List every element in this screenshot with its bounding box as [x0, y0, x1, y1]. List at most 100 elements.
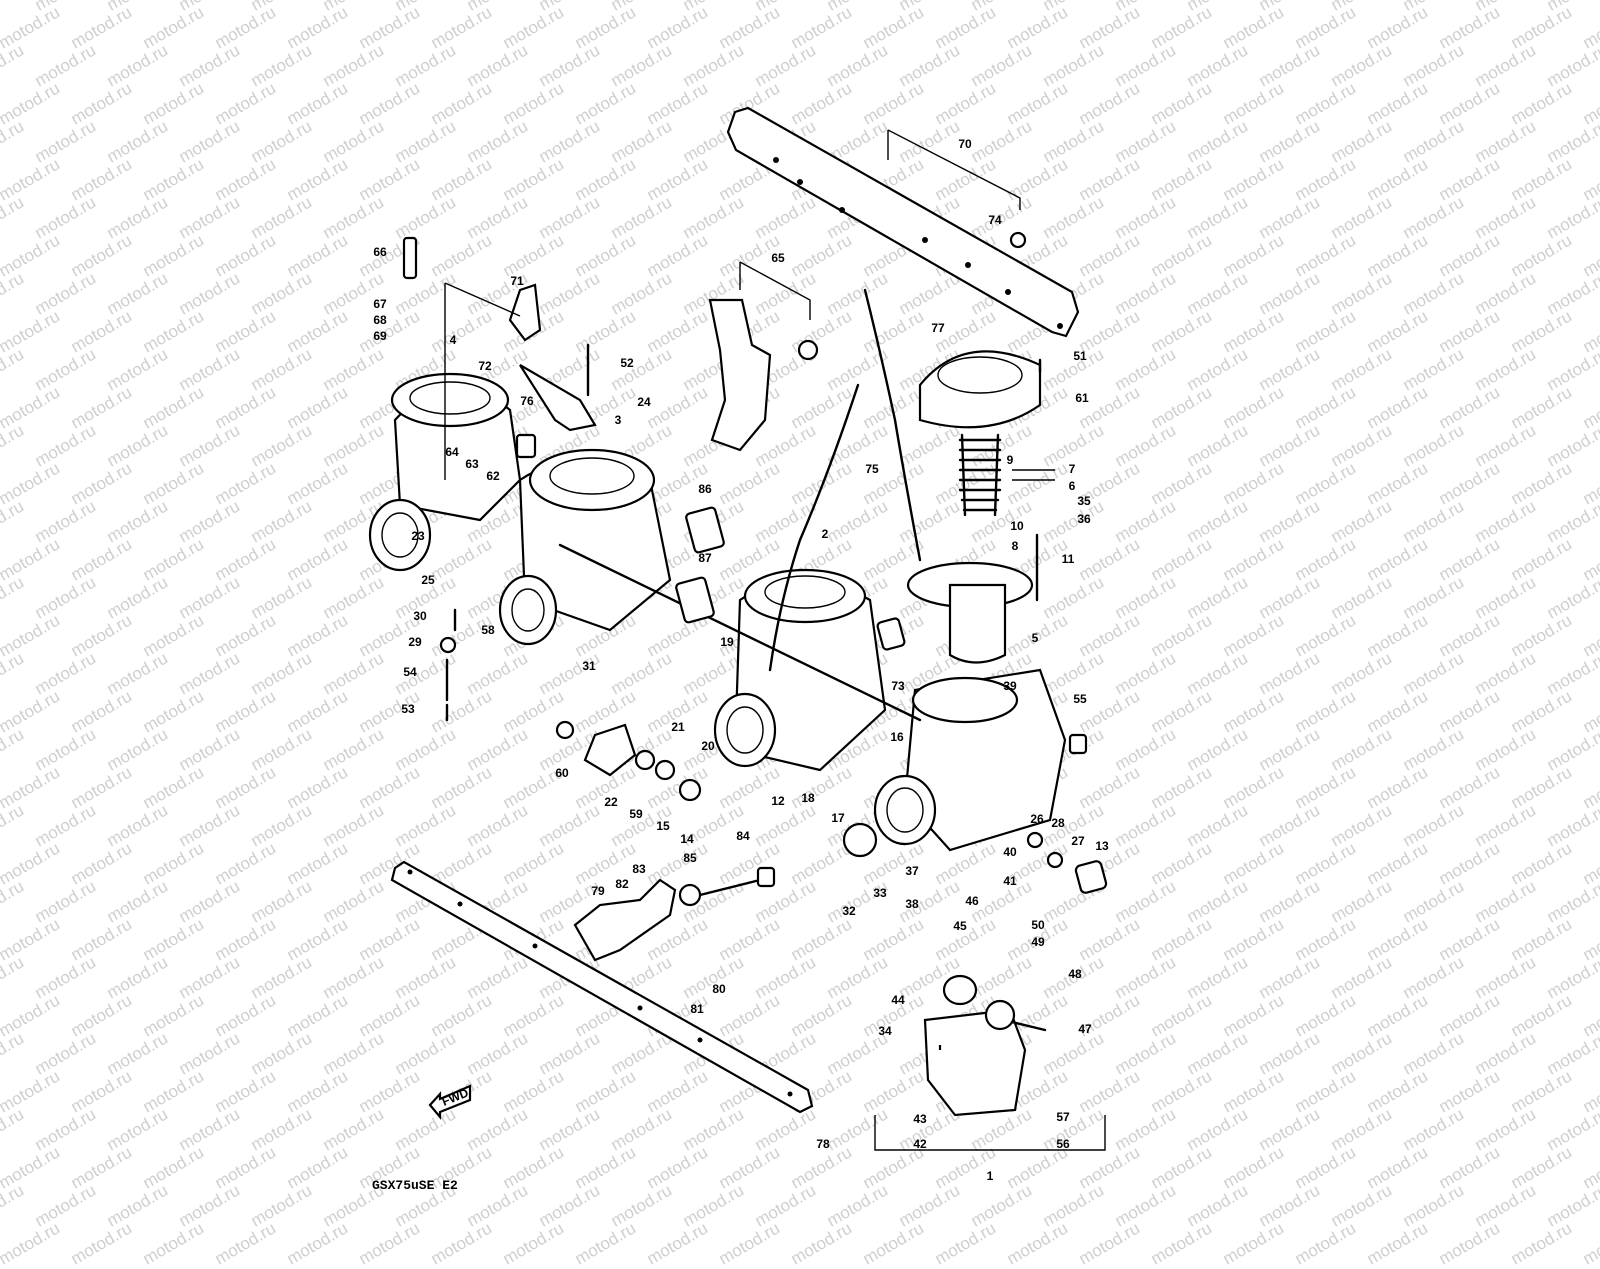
watermark-text: motod.ru	[1363, 1218, 1432, 1269]
callout-label: 24	[637, 395, 651, 409]
watermark-text: motod.ru	[1219, 1218, 1288, 1269]
carburetor-1	[873, 668, 1067, 852]
diagram-caption: GSX75uSE E2	[372, 1178, 458, 1193]
callout-label: 86	[698, 482, 712, 496]
callout-labels: 1234567891011121314151617181920212223242…	[373, 137, 1109, 1183]
watermark-text: motod.ru	[1147, 1218, 1216, 1269]
upper-plate-holes	[773, 157, 1063, 329]
callout-label: 33	[873, 886, 887, 900]
callout-label: 15	[656, 819, 670, 833]
callout-label: 74	[988, 213, 1002, 227]
callout-label: 28	[1051, 816, 1065, 830]
watermark-text: motod.ru	[283, 1218, 352, 1269]
carburetor-exploded-diagram: FWD 123456789101112131415161718192021222…	[368, 106, 1109, 1183]
watermark-text: motod.ru	[0, 1218, 64, 1269]
bracket-79	[573, 878, 677, 962]
callout-label: 71	[510, 274, 524, 288]
callout-label: 52	[620, 356, 634, 370]
callout-label: 87	[698, 551, 712, 565]
callout-label: 18	[801, 791, 815, 805]
watermark-text: motod.ru	[859, 1218, 928, 1269]
callout-label: 72	[478, 359, 492, 373]
callout-label: 41	[1003, 874, 1017, 888]
spring-9	[958, 433, 1002, 517]
watermark-text: motod.ru	[499, 1218, 568, 1269]
callout-label: 7	[1069, 462, 1076, 476]
callout-label: 29	[408, 635, 422, 649]
carburetor-3	[498, 448, 672, 646]
callout-label: 68	[373, 313, 387, 327]
callout-label: 45	[953, 919, 967, 933]
callout-label: 37	[905, 864, 919, 878]
callout-label: 6	[1069, 479, 1076, 493]
callout-label: 4	[450, 333, 457, 347]
bolt-84	[698, 878, 762, 897]
callout-label: 39	[1003, 679, 1017, 693]
callout-label: 13	[1095, 839, 1109, 853]
callout-label: 46	[965, 894, 979, 908]
watermark-text: motod.ru	[1291, 1218, 1360, 1269]
watermark-text: motod.ru	[67, 1218, 136, 1269]
callout-label: 60	[555, 766, 569, 780]
callout-label: 61	[1075, 391, 1089, 405]
callout-label: 31	[582, 659, 596, 673]
callout-label: 76	[520, 394, 534, 408]
leader-lines	[444, 129, 1106, 1151]
callout-label: 22	[604, 795, 618, 809]
watermark-text: motod.ru	[715, 1218, 784, 1269]
callout-label: 5	[1032, 631, 1039, 645]
callout-label: 57	[1056, 1110, 1070, 1124]
callout-label: 84	[736, 829, 750, 843]
watermark-text: motod.ru	[571, 1218, 640, 1269]
bolt-84-head	[756, 866, 776, 888]
callout-label: 47	[1078, 1022, 1092, 1036]
callout-label: 56	[1056, 1137, 1070, 1151]
callout-label: 53	[401, 702, 415, 716]
callout-label: 62	[486, 469, 500, 483]
callout-label: 36	[1077, 512, 1091, 526]
watermark-text: motod.ru	[643, 1218, 712, 1269]
watermark-text: motod.ru	[1435, 1218, 1504, 1269]
callout-label: 69	[373, 329, 387, 343]
carburetor-2	[713, 568, 887, 772]
float-bowl-34	[923, 974, 1027, 1117]
watermark-text: motod.ru	[787, 1218, 856, 1269]
callout-label: 59	[629, 807, 643, 821]
callout-label: 8	[1012, 539, 1019, 553]
watermark-text: motod.ru	[211, 1218, 280, 1269]
callout-label: 82	[615, 877, 629, 891]
callout-label: 42	[913, 1137, 927, 1151]
callout-label: 25	[421, 573, 435, 587]
watermark-text: motod.ru	[1507, 1218, 1576, 1269]
watermark-text: motod.ru	[1579, 1218, 1600, 1269]
callout-label: 21	[671, 720, 685, 734]
watermark-text: motod.ru	[1003, 1218, 1072, 1269]
callout-label: 26	[1030, 812, 1044, 826]
callout-label: 40	[1003, 845, 1017, 859]
callout-label: 49	[1031, 935, 1045, 949]
callout-label: 27	[1071, 834, 1085, 848]
callout-label: 77	[931, 321, 945, 335]
lower-plate-holes	[407, 869, 793, 1097]
callout-label: 10	[1010, 519, 1024, 533]
callout-label: 17	[831, 811, 845, 825]
callout-label: 35	[1077, 494, 1091, 508]
callout-label: 73	[891, 679, 905, 693]
callout-label: 43	[913, 1112, 927, 1126]
callout-label: 44	[891, 993, 905, 1007]
callout-label: 38	[905, 897, 919, 911]
watermark-text: motod.ru	[1075, 1218, 1144, 1269]
watermark-text: motod.ru	[355, 1218, 424, 1269]
callout-label: 34	[878, 1024, 892, 1038]
carburetor-4	[368, 372, 522, 572]
callout-label: 70	[958, 137, 972, 151]
callout-label: 67	[373, 297, 387, 311]
vent-tube-77	[863, 288, 922, 562]
callout-label: 54	[403, 665, 417, 679]
callout-label: 64	[445, 445, 459, 459]
callout-label: 55	[1073, 692, 1087, 706]
watermark-text: motod.ru	[931, 1218, 1000, 1269]
linkage-shaft	[558, 543, 922, 722]
front-arrow-icon	[428, 1084, 472, 1121]
callout-label: 11	[1062, 552, 1075, 566]
